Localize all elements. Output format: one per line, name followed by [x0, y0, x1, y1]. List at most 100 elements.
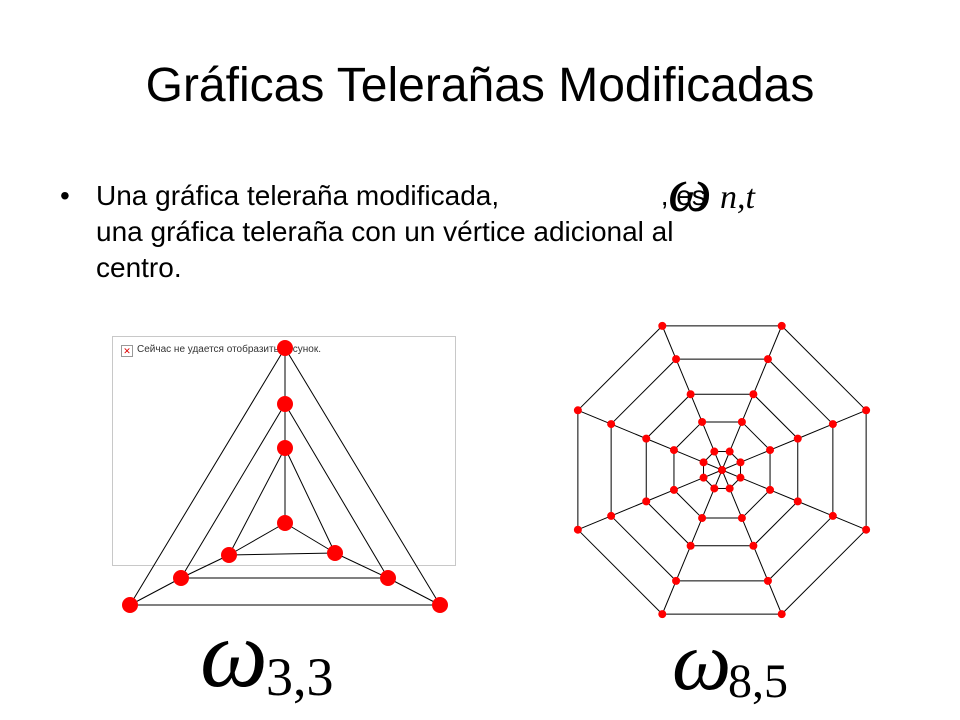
fig2-vertex-r2-8	[698, 417, 707, 426]
fig2-vertex-r2-7	[669, 446, 678, 455]
fig2-ring-5-edge-1	[781, 325, 867, 411]
fig2-ring-3-edge-7	[645, 393, 691, 439]
fig1-spoke-2-1	[334, 552, 389, 579]
fig2-vertex-r2-3	[766, 485, 775, 494]
fig2-vertex-r2-1	[737, 417, 746, 426]
fig1-spoke-3-1	[180, 554, 230, 579]
fig2-spoke-4-2	[741, 517, 754, 546]
fig2-ring-4-edge-1	[767, 358, 834, 425]
fig2-vertex-r1-2	[736, 458, 745, 467]
fig1-spoke-center-2	[284, 522, 336, 554]
formula-subscript: n,t	[720, 179, 755, 216]
formula-omega: ω	[668, 157, 712, 225]
fig2-vertex-r5-6	[573, 525, 582, 534]
fig2-vertex-r5-5	[658, 610, 667, 619]
fig2-spoke-8-2	[690, 394, 703, 423]
fig2-vertex-r4-7	[607, 420, 616, 429]
fig1-vertex-r2-2	[380, 570, 396, 586]
bullet-line-2: una gráfica teleraña con un vértice adic…	[96, 216, 674, 247]
fig2-vertex-r4-5	[672, 576, 681, 585]
fig2-spoke-7-4	[577, 409, 612, 425]
fig2-spoke-1-1	[729, 421, 743, 452]
fig1-ring-3-edge-1	[284, 347, 441, 606]
fig2-vertex-r5-4	[777, 610, 786, 619]
fig2-ring-4-edge-3	[767, 515, 834, 582]
fig1-spoke-center-3	[228, 522, 286, 556]
caption-1-omega: ω	[200, 600, 268, 707]
fig2-ring-3-edge-3	[753, 501, 799, 547]
fig1-ring-2-edge-1	[284, 403, 389, 579]
fig2-vertex-r4-8	[672, 355, 681, 364]
fig2-spoke-5-4	[661, 580, 677, 615]
fig2-vertex-r1-4	[725, 484, 734, 493]
fig2-spoke-7-2	[646, 438, 675, 451]
fig2-ring-4-edge-7	[610, 358, 677, 425]
caption-omega-8-5: ω 8,5	[672, 620, 812, 710]
fig2-spoke-1-4	[767, 325, 783, 360]
fig1-vertex-r3-1	[277, 340, 293, 356]
fig1-vertex-r1-1	[277, 440, 293, 456]
fig2-spoke-8-4	[661, 325, 677, 360]
fig2-spoke-7-1	[673, 449, 704, 463]
fig2-spoke-6-3	[610, 500, 647, 517]
fig2-spoke-6-4	[577, 515, 612, 531]
fig2-vertex-r3-6	[642, 497, 651, 506]
fig2-vertex-r4-3	[828, 511, 837, 520]
caption-1-subscript: 3,3	[266, 647, 334, 707]
fig2-ring-5-edge-3	[781, 529, 867, 615]
fig2-vertex-r2-6	[669, 485, 678, 494]
fig2-ring-2-edge-7	[673, 421, 703, 451]
fig1-vertex-r3-3	[122, 597, 138, 613]
fig2-spoke-4-3	[752, 545, 769, 582]
fig2-vertex-r3-2	[793, 434, 802, 443]
fig2-spoke-1-2	[741, 394, 754, 423]
fig2-vertex-r1-7	[699, 458, 708, 467]
fig2-ring-4-edge-5	[610, 515, 677, 582]
fig2-ring-5-edge-5	[577, 529, 663, 615]
fig2-spoke-5-2	[690, 517, 703, 546]
fig2-vertex-r1-5	[710, 484, 719, 493]
fig2-ring-2-edge-5	[673, 489, 703, 519]
fig1-vertex-r1-2	[327, 545, 343, 561]
fig1-center-vertex	[277, 515, 293, 531]
fig2-vertex-r1-1	[725, 447, 734, 456]
fig2-spoke-3-1	[740, 477, 771, 491]
fig1-ring-3-edge-3	[129, 347, 286, 606]
fig2-vertex-r5-7	[573, 406, 582, 415]
fig2-ring-5-edge-7	[577, 325, 663, 411]
fig2-spoke-7-3	[610, 423, 647, 440]
fig2-vertex-r4-2	[828, 420, 837, 429]
fig2-spoke-2-3	[797, 423, 834, 440]
fig2-vertex-r3-7	[642, 434, 651, 443]
bullet-line-1-start: Una gráfica teleraña modificada,	[96, 180, 500, 211]
fig2-spoke-8-3	[675, 358, 692, 395]
bullet-line-1: Una gráfica teleraña modificada, , es	[96, 178, 706, 214]
fig2-vertex-r1-3	[736, 473, 745, 482]
bullet-marker: •	[60, 180, 70, 211]
caption-2-subscript: 8,5	[728, 655, 788, 708]
fig1-spoke-3-2	[129, 577, 182, 606]
fig2-vertex-r5-2	[862, 406, 871, 415]
fig2-spoke-2-1	[740, 449, 771, 463]
fig2-spoke-3-4	[832, 515, 867, 531]
fig2-vertex-r2-4	[737, 514, 746, 523]
fig2-ring-2-edge-3	[741, 489, 771, 519]
bullet-line-1-end: , es	[660, 180, 706, 211]
broken-image-message: Сейчас не удается отобразить рисунок.	[137, 344, 321, 355]
fig2-spoke-5-1	[701, 488, 715, 519]
fig2-vertex-r4-6	[607, 511, 616, 520]
fig1-vertex-r2-1	[277, 396, 293, 412]
fig1-ring-1-edge-2	[228, 552, 336, 556]
bullet-line-3: centro.	[96, 252, 182, 283]
broken-image-icon: ✕	[121, 345, 133, 357]
fig1-ring-2-edge-3	[180, 403, 286, 579]
fig1-vertex-r1-3	[221, 547, 237, 563]
fig2-spoke-6-2	[646, 489, 675, 502]
fig2-spoke-8-1	[701, 421, 715, 452]
fig2-spoke-3-2	[769, 489, 798, 502]
fig1-spoke-2-2	[387, 577, 441, 606]
slide-title: Gráficas Telerañas Modificadas	[145, 59, 815, 112]
fig2-spoke-4-1	[729, 488, 743, 519]
fig2-spoke-2-2	[769, 438, 798, 451]
